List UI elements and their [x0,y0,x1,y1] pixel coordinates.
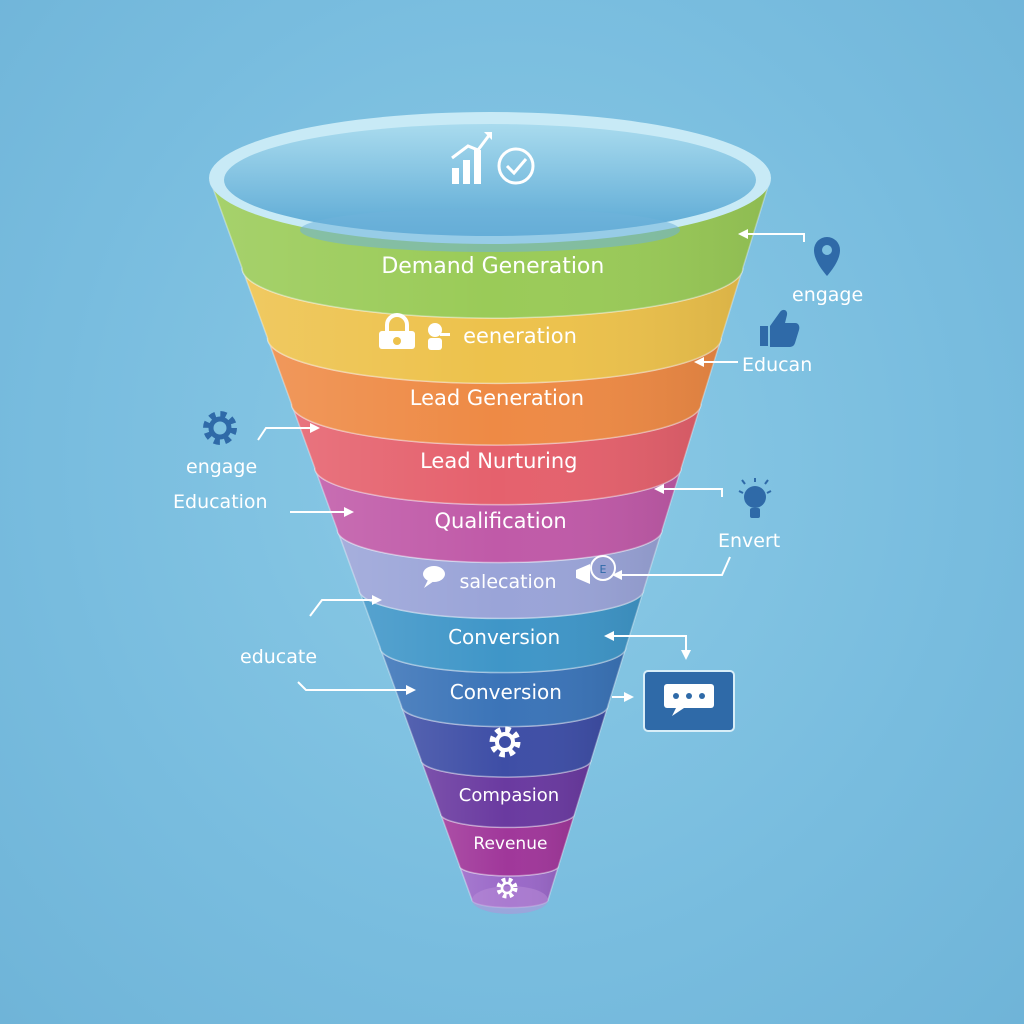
speech-bubble-icon [423,566,445,588]
funnel-band-shading-7 [359,590,644,673]
funnel-band-shading-2 [242,268,743,384]
funnel-band-shading-9 [401,706,608,778]
arrow-left-educate-top [309,599,374,617]
arrow-right-engage [744,233,805,242]
lightbulb-icon [738,478,772,518]
bar-chart-icon [451,132,492,184]
annotation-right-envert: Envert [718,530,781,552]
annotation-right-engage: engage [792,284,864,306]
funnel-stage-label: Demand Generation [381,254,604,279]
check-circle-icon [497,147,535,185]
funnel-stage-label: Qualification [435,509,567,533]
funnel-band-shading-11 [440,814,575,876]
funnel-band-shading-8 [380,648,626,727]
gear-icon [496,877,518,899]
funnel-stage-label: Lead Generation [410,386,584,410]
funnel-stage-label: Conversion [448,625,560,649]
annotation-right-educan: Educan [742,354,813,376]
funnel-stage-label: Lead Nurturing [420,449,577,473]
thumbs-up-icon [760,309,800,347]
annotation-left-education: Education [173,491,268,513]
funnel-band-shading-5 [314,468,682,563]
arrow-right-conversion [610,635,687,652]
lock-people-icon [379,313,415,349]
svg-text:E: E [600,563,607,576]
gear-icon [489,726,521,758]
megaphone-icon: E [576,555,616,584]
arrow-left-educate-bottom [297,681,408,691]
arrow-heads [310,229,748,702]
location-pin-icon [814,237,840,276]
funnel-band-shading-10 [421,760,592,828]
funnel-stage-label: salecation [460,571,557,593]
funnel-band-shading-4 [291,404,701,505]
funnel-stage-label: Revenue [473,834,547,854]
annotation-left-engage: engage [186,456,258,478]
funnel-stage-label: Compasion [459,785,559,806]
funnel-stage-label: eeneration [463,324,577,348]
chat-window-icon[interactable] [643,670,735,732]
arrow-right-envert [660,488,723,497]
funnel-band-shading-3 [267,338,722,445]
gear-icon [203,411,237,445]
funnel-rim [209,112,771,252]
connector-arrows [257,233,805,698]
person-key-icon [428,323,450,350]
arrow-right-salecation [618,556,731,576]
funnel-bottom-cap [472,886,548,914]
annotation-left-educate: educate [240,646,318,668]
funnel-stage-label: Conversion [450,680,562,704]
funnel-band-shading-6 [337,530,663,619]
arrow-left-engage [257,427,312,441]
